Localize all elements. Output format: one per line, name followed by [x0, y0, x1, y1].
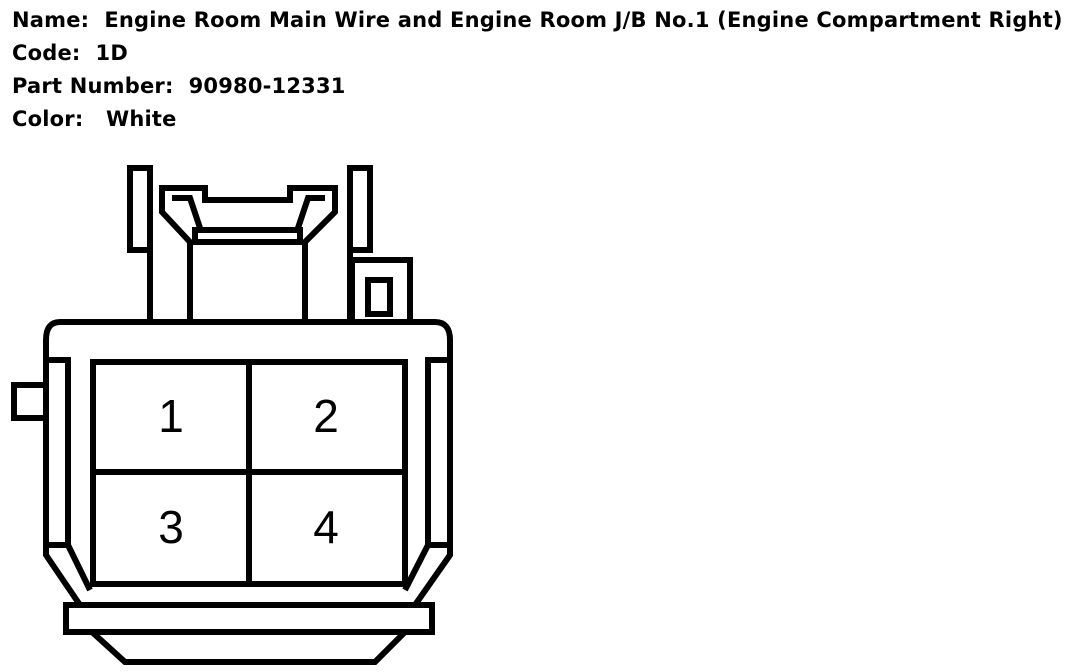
connector-info: Name: Engine Room Main Wire and Engine R… [12, 4, 1063, 136]
bottom-flange [63, 602, 435, 635]
part-number-label: Part Number: [12, 74, 174, 98]
pin-cavity-4 [246, 469, 408, 587]
lock-hook-left [172, 195, 203, 229]
part-number-row: Part Number: 90980-12331 [12, 70, 1063, 103]
name-row: Name: Engine Room Main Wire and Engine R… [12, 4, 1063, 37]
left-inner-rail [46, 357, 71, 548]
color-value: White [105, 107, 177, 131]
lock-tab [192, 227, 303, 245]
color-row: Color: White [12, 103, 1063, 136]
bottom-chamfer-right [402, 543, 431, 592]
lock-housing [159, 185, 338, 320]
connector-diagram: 1 2 3 4 [11, 165, 453, 665]
code-row: Code: 1D [12, 37, 1063, 70]
pin-label-2: 2 [313, 390, 339, 442]
pin-label-1: 1 [158, 390, 184, 442]
pin-label-4: 4 [313, 501, 339, 553]
bottom-base [84, 629, 413, 665]
bottom-chamfer-left [65, 543, 93, 592]
right-block-window [365, 277, 393, 317]
part-number-value: 90980-12331 [188, 74, 346, 98]
side-key [11, 382, 46, 421]
right-inner-rail [425, 357, 450, 548]
name-value: Engine Room Main Wire and Engine Room J/… [104, 8, 1063, 32]
pin-cavity-3 [90, 469, 252, 587]
left-latch-post [127, 165, 153, 320]
pin-label-3: 3 [158, 501, 184, 553]
color-label: Color: [12, 107, 84, 131]
pin-grid [90, 359, 408, 587]
right-latch-post [347, 165, 373, 320]
code-label: Code: [12, 41, 81, 65]
code-value: 1D [95, 41, 128, 65]
name-label: Name: [12, 8, 90, 32]
lock-hook-right [295, 195, 325, 229]
